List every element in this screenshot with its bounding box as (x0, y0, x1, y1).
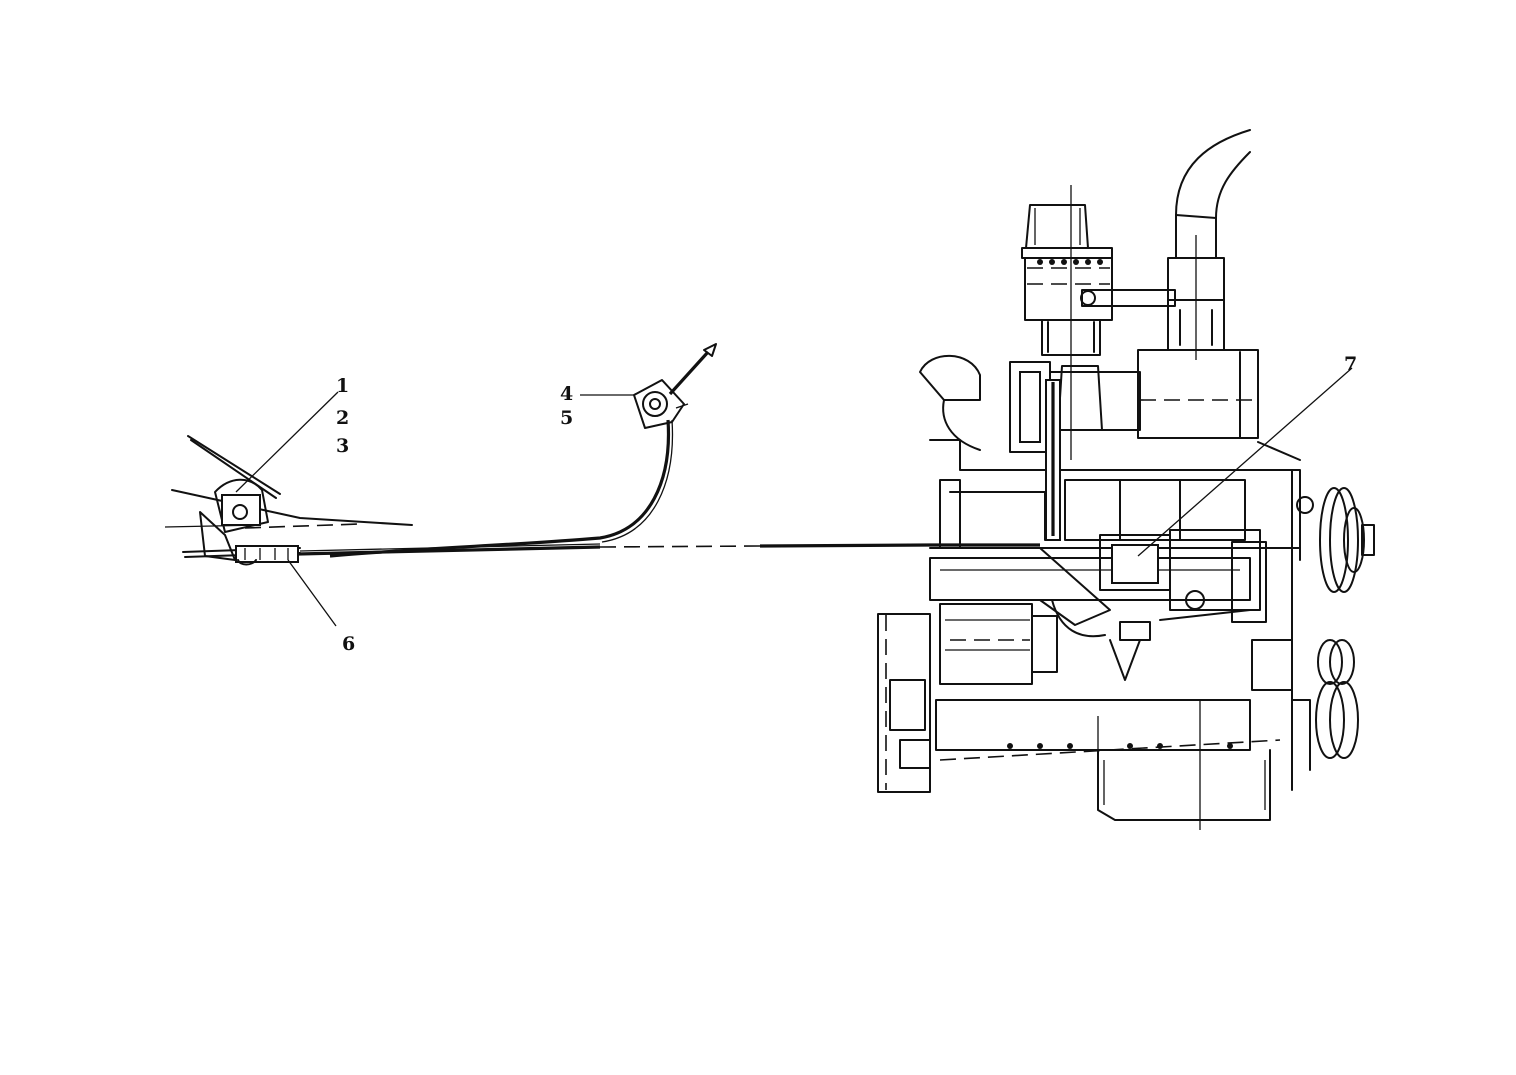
exhaust-stack (1080, 129, 1251, 360)
callout-leaders (235, 367, 1353, 627)
turbo-housing (919, 349, 1259, 453)
callout-6: 6 (342, 633, 355, 655)
callout-2: 2 (336, 407, 349, 429)
throttle-cable (297, 419, 1040, 558)
crankshaft-pulley (1251, 639, 1359, 771)
hand-throttle-control (633, 343, 717, 429)
callout-3: 3 (336, 435, 349, 457)
oil-pan (935, 699, 1281, 830)
callout-labels: 1 2 3 4 5 6 7 (336, 353, 1357, 655)
flywheel-housing (877, 613, 931, 793)
air-cleaner (1021, 185, 1113, 460)
callout-5: 5 (560, 407, 573, 429)
fan-pulley (1319, 487, 1375, 593)
accelerator-pedal-assembly (164, 435, 413, 566)
starter-motor (939, 603, 1058, 685)
engine-block (929, 379, 1314, 791)
diesel-engine (877, 129, 1375, 830)
callout-1: 1 (336, 375, 349, 397)
callout-4: 4 (560, 383, 573, 405)
callout-7: 7 (1344, 353, 1357, 375)
